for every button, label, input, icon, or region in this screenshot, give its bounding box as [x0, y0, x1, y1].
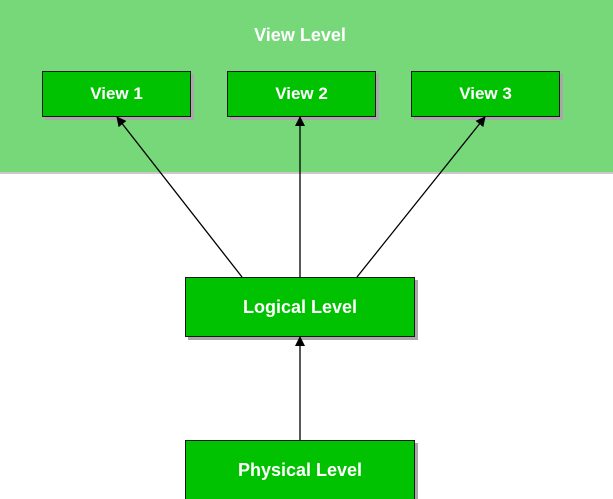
view-1-box: View 1 — [42, 71, 191, 117]
physical-level-label: Physical Level — [237, 459, 363, 480]
view-2-label: View 2 — [275, 84, 328, 103]
view-2-box: View 2 — [227, 71, 376, 117]
view-1-label: View 1 — [90, 84, 143, 103]
view-3-label: View 3 — [459, 84, 512, 103]
logical-level-box: Logical Level — [185, 277, 415, 337]
view-level-title: View Level — [254, 25, 346, 45]
physical-level-box: Physical Level — [185, 440, 415, 499]
logical-level-label: Logical Level — [242, 296, 358, 317]
view-3-box: View 3 — [411, 71, 560, 117]
